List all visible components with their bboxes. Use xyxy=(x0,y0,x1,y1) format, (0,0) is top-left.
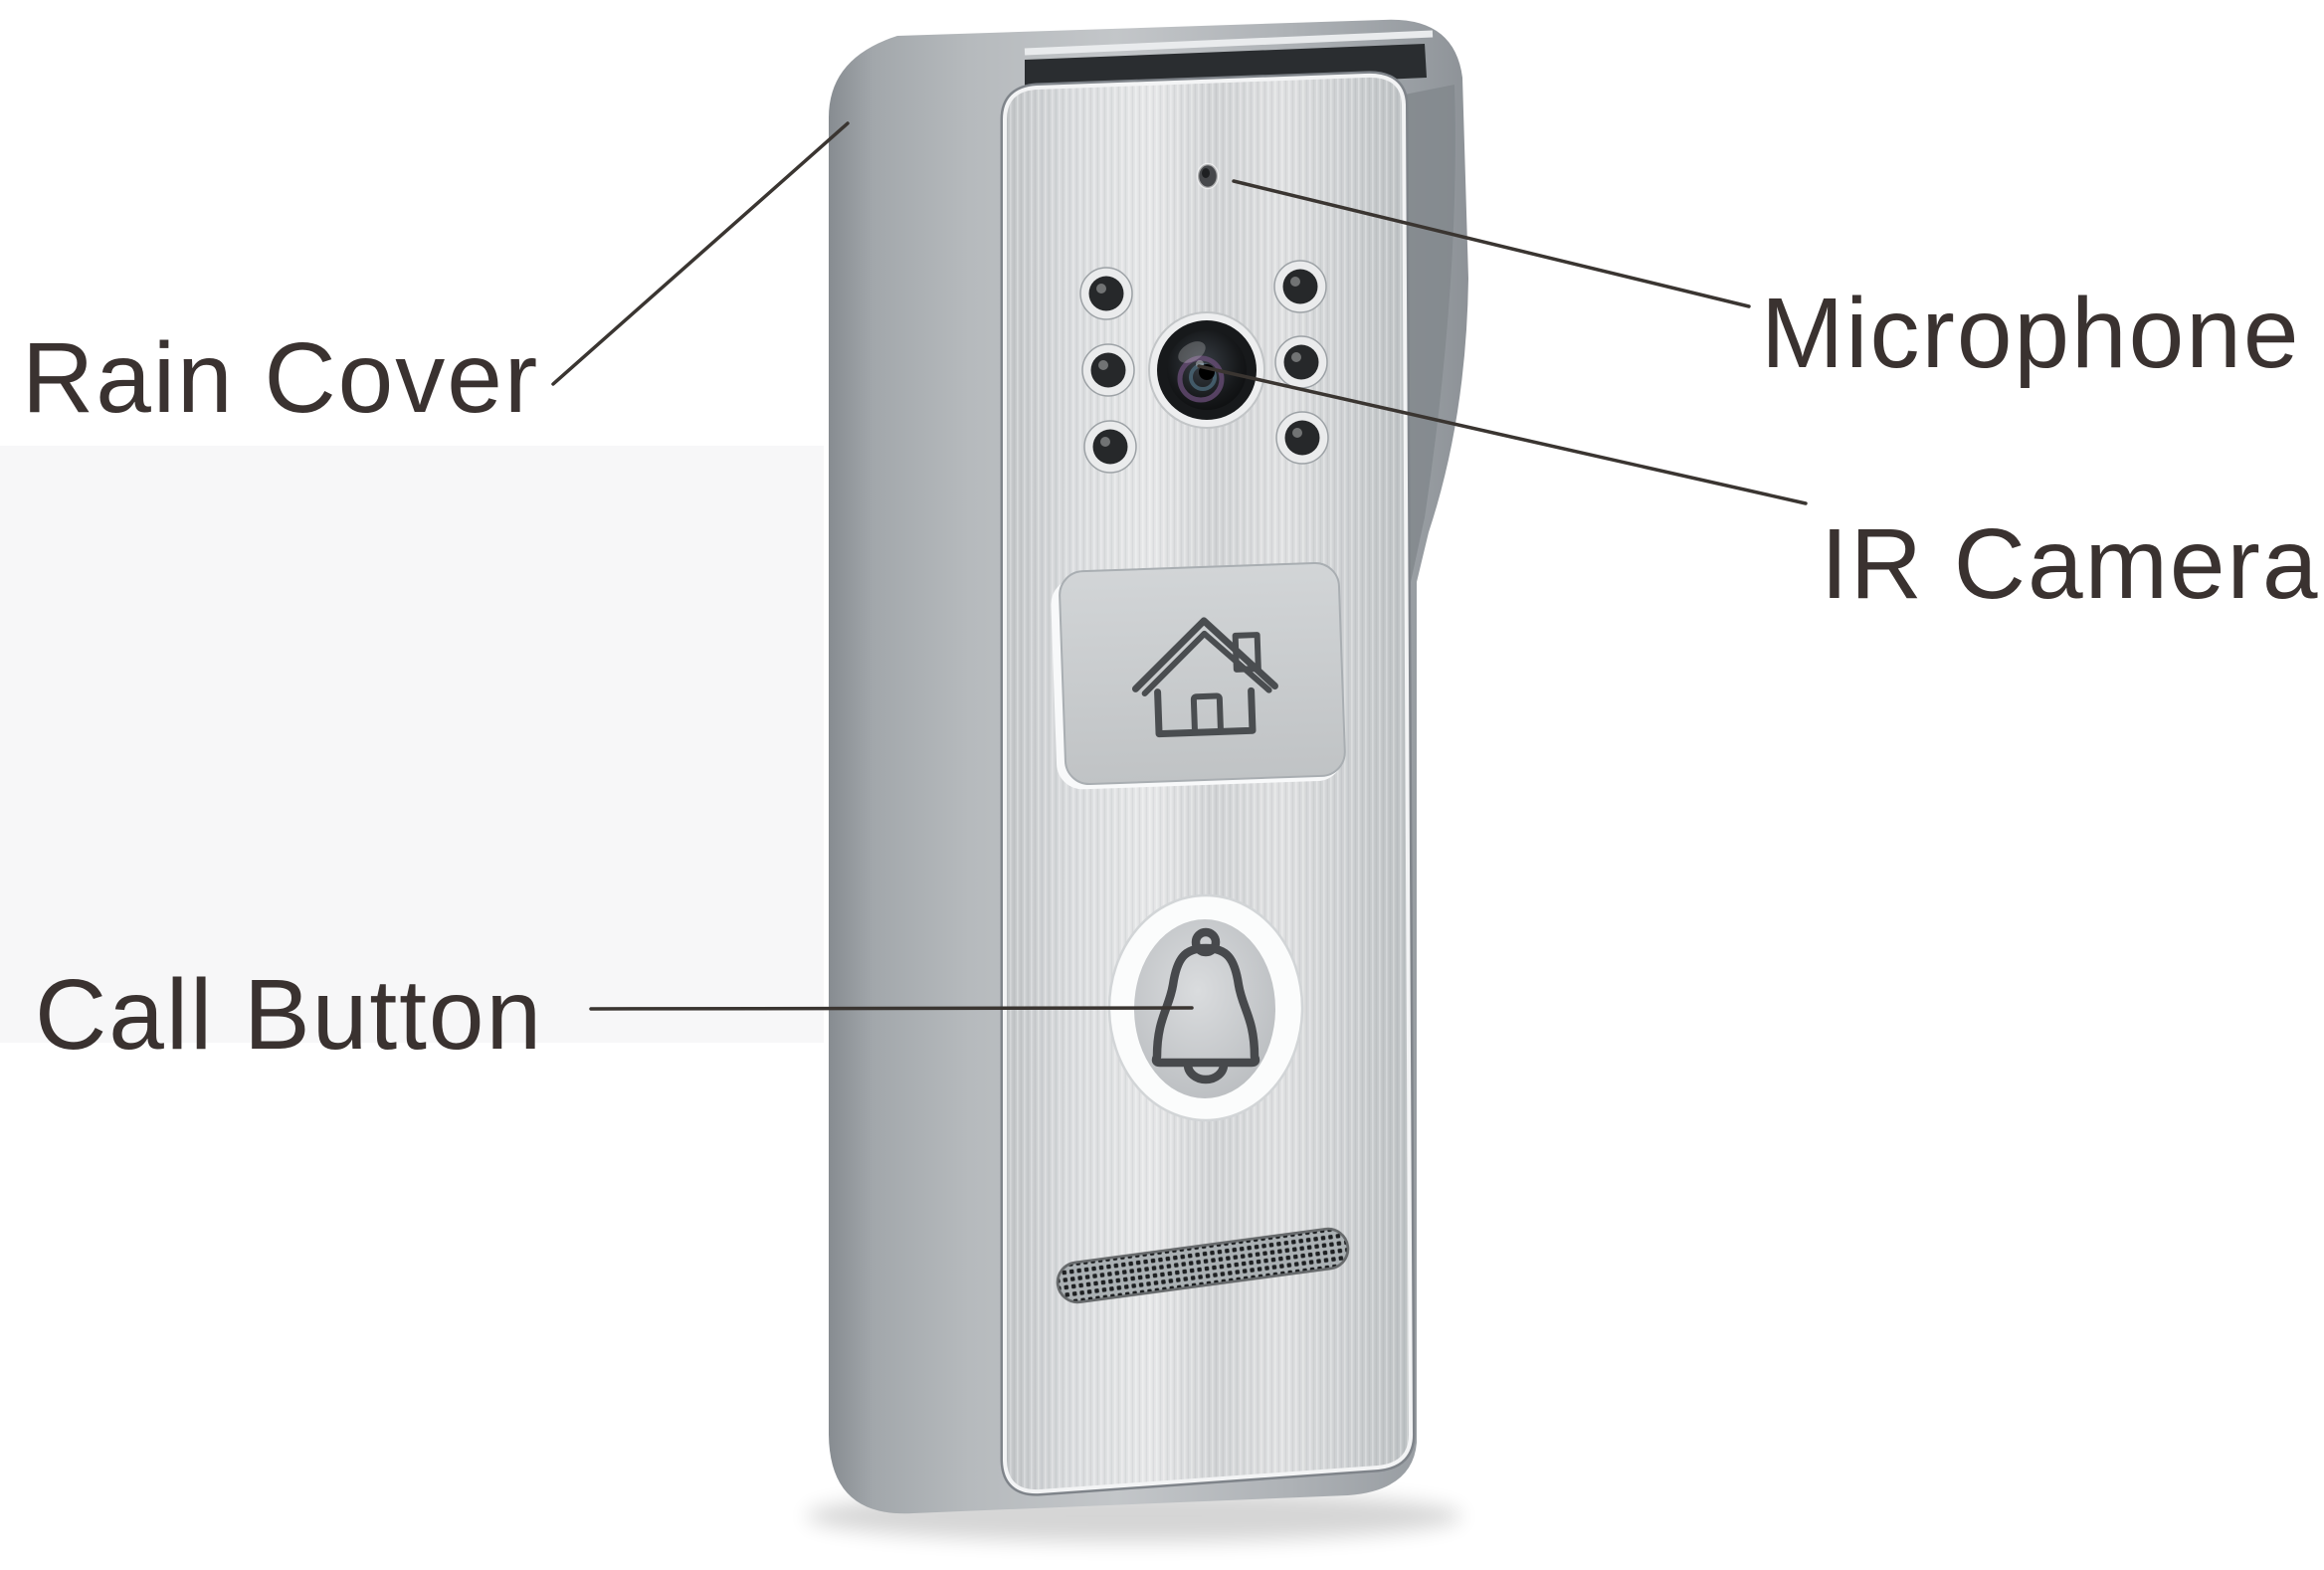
call-button-leader-line xyxy=(589,1006,1194,1011)
home-button-plate xyxy=(1051,562,1346,790)
rain-cover-leader-line xyxy=(551,121,850,386)
leader-lines xyxy=(551,121,1808,1011)
rain-cover-inner-shade xyxy=(1405,85,1455,582)
bell-icon xyxy=(1151,927,1260,1084)
ir-leds xyxy=(1079,260,1329,474)
hood-lip-highlight xyxy=(1024,30,1434,56)
microphone-label: Microphone xyxy=(1761,278,2301,389)
ir-led xyxy=(1274,335,1328,389)
microphone-leader-line xyxy=(1232,179,1751,308)
ir-led xyxy=(1273,260,1327,313)
house-icon xyxy=(1131,617,1278,738)
background-band xyxy=(0,446,824,1043)
ir-camera-label: IR Camera xyxy=(1821,508,2320,620)
ir-led xyxy=(1275,411,1329,465)
ir-led xyxy=(1079,267,1133,320)
ir-camera-lens xyxy=(1148,311,1265,429)
microphone-hole xyxy=(1196,162,1220,190)
speaker-grille xyxy=(1056,1227,1350,1304)
ir-led xyxy=(1081,343,1135,397)
rain-cover-label: Rain Cover xyxy=(22,322,540,434)
ir-led xyxy=(1083,420,1137,474)
ir-camera-leader-line xyxy=(1197,364,1808,505)
call-button-label: Call Button xyxy=(35,959,544,1071)
call-button xyxy=(1107,893,1304,1122)
